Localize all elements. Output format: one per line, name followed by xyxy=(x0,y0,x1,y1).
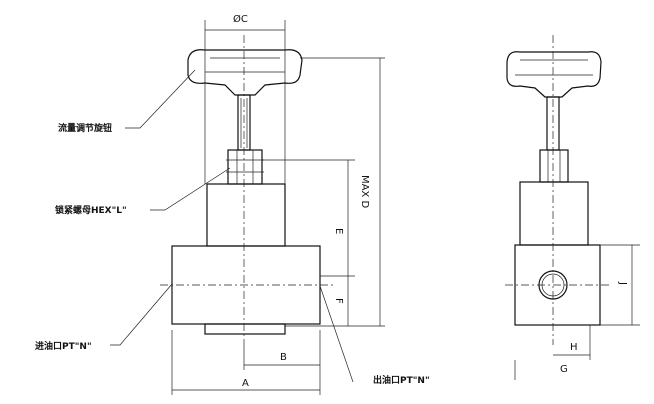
dim-g-label: G xyxy=(560,364,568,375)
bottom-flange xyxy=(204,323,286,335)
body xyxy=(206,183,286,247)
side-view: J H G xyxy=(505,35,640,380)
hex-nut xyxy=(227,149,263,185)
knob xyxy=(187,49,303,96)
callout-lock-nut: 锁紧螺母HEX"L" xyxy=(55,204,127,216)
front-view: ØC E F MAX D B A xyxy=(110,13,385,395)
callout-knob: 流量调节旋钮 xyxy=(58,122,112,134)
dim-d-label: MAX D xyxy=(359,175,370,208)
dim-a-label: A xyxy=(242,378,249,389)
dim-c-label: ØC xyxy=(233,13,248,25)
callout-outlet: 出油口PT"N" xyxy=(373,374,430,386)
dim-f-label: F xyxy=(333,298,344,304)
dim-j-label: J xyxy=(617,281,628,285)
dim-h-label: H xyxy=(570,342,578,353)
dim-b-label: B xyxy=(280,352,287,363)
dim-e-label: E xyxy=(333,228,344,234)
callout-inlet: 进油口PT"N" xyxy=(35,340,92,352)
